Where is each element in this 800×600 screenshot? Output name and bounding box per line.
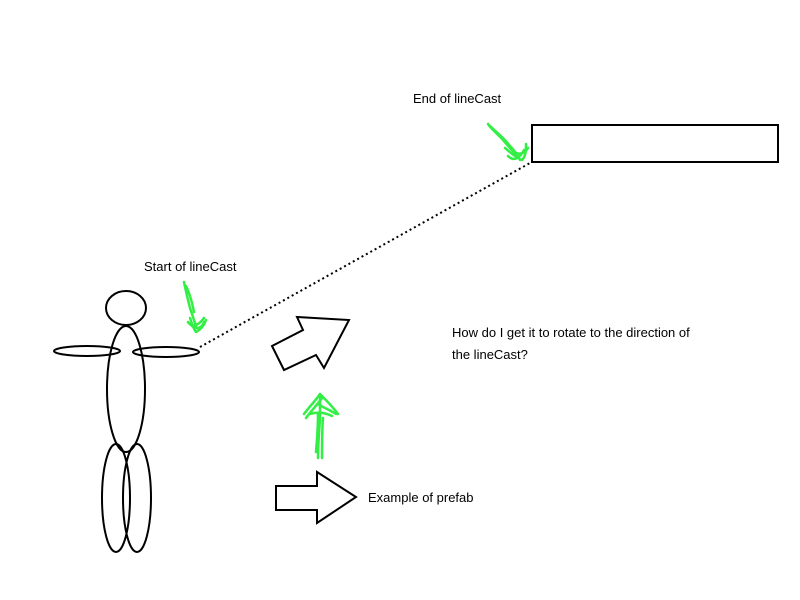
- figure-right-arm: [132, 346, 200, 358]
- figure-torso: [106, 325, 146, 453]
- green-pointer-start: [182, 280, 208, 334]
- figure-left-arm: [53, 345, 121, 357]
- example-of-prefab-label: Example of prefab: [368, 490, 474, 505]
- figure-right-leg: [122, 443, 152, 553]
- end-of-linecast-label: End of lineCast: [413, 91, 502, 106]
- stick-figure: [53, 290, 200, 553]
- question-text: How do I get it to rotate to the directi…: [452, 325, 690, 362]
- start-of-linecast-label: Start of lineCast: [144, 259, 237, 274]
- figure-left-leg: [101, 443, 131, 553]
- end-target-rectangle: [531, 124, 779, 163]
- rotated-outline-arrow: [270, 315, 351, 372]
- green-pointer-end: [486, 122, 530, 162]
- figure-head: [105, 290, 147, 326]
- green-pointer-prefab: [302, 392, 340, 460]
- linecast-dotted-line: [199, 162, 531, 348]
- prefab-outline-arrow: [275, 470, 358, 525]
